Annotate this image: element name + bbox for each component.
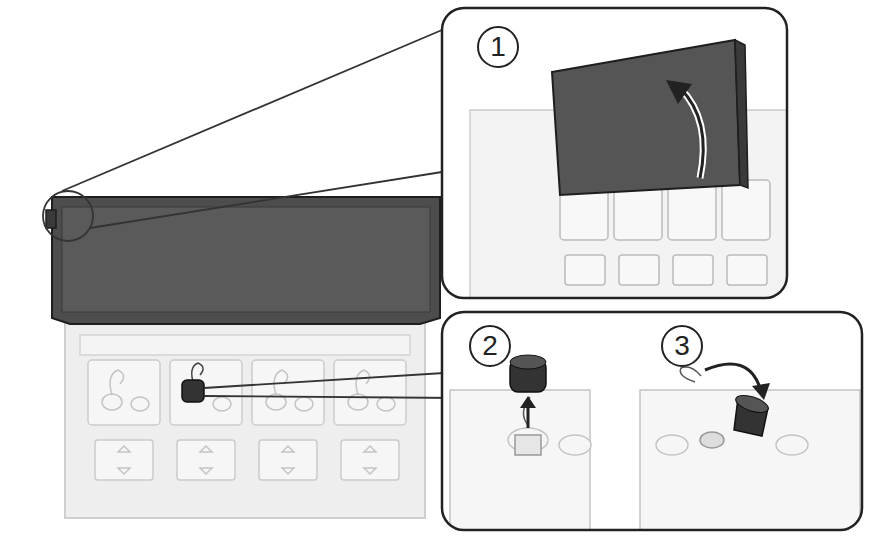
callout-number: 2 [470,326,510,366]
ink-tank-unit [65,318,425,518]
open-lid [46,197,440,324]
inset-panel [442,312,862,530]
leader-lines [43,30,460,398]
callout-number: 1 [478,27,518,67]
inset-panel [442,8,787,300]
callout-number: 3 [662,326,702,366]
